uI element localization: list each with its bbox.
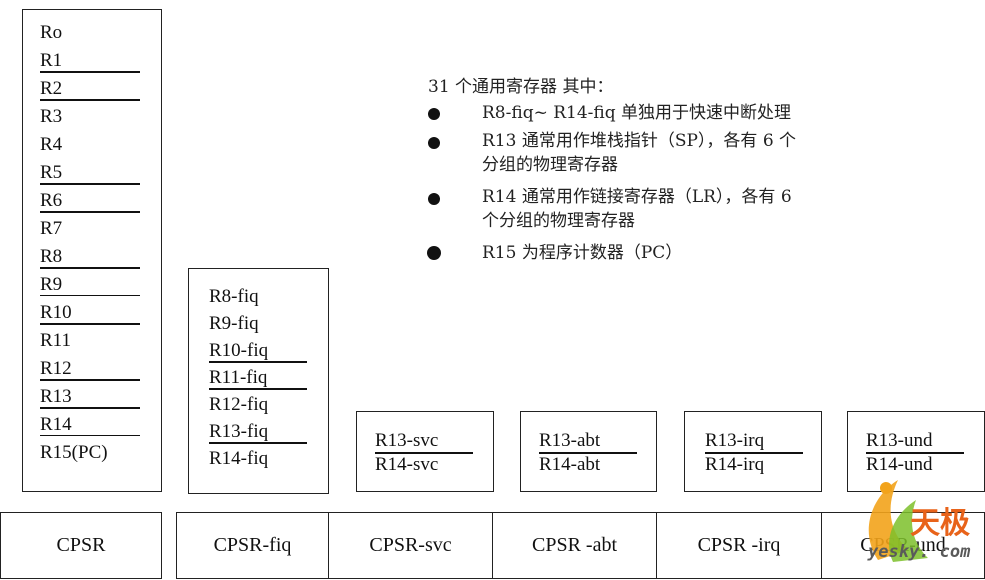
fiq-register-box [188,268,329,494]
reg-r13: R13 [40,386,72,407]
cpsr-fiq: CPSR-fiq [176,512,329,579]
logo-cn-text: 天极 [910,506,970,541]
cpsr-user-label: CPSR [56,534,106,556]
bullet-icon [427,246,441,260]
yesky-swirl-icon [868,480,928,562]
reg-r4: R4 [40,134,63,155]
reg-r13-svc: R13-svc [375,430,439,451]
reg-r0: Ro [40,22,63,43]
underline-r1 [40,71,140,73]
note-r14-line2: 个分组的物理寄存器 [482,211,635,231]
reg-r2: R2 [40,78,63,99]
reg-r1: R1 [40,50,63,71]
notes-title: 31 个通用寄存器 其中： [428,77,614,97]
reg-r14-svc: R14-svc [375,454,439,475]
cpsr-irq-label: CPSR -irq [697,534,781,556]
bullet-icon [428,193,440,205]
reg-r14-irq: R14-irq [705,454,765,475]
cpsr-svc: CPSR-svc [328,512,493,579]
user-register-box [22,9,162,492]
underline-r13-svc [375,452,473,454]
underline-r2 [40,99,140,101]
reg-r9: R9 [40,274,63,295]
underline-r11-fiq [209,388,307,390]
cpsr-abt: CPSR -abt [492,512,657,579]
note-r13-line2: 分组的物理寄存器 [482,155,618,175]
reg-r14-fiq: R14-fiq [209,448,269,469]
reg-r6: R6 [40,190,63,211]
reg-r11-fiq: R11-fiq [209,367,268,388]
reg-r9-fiq: R9-fiq [209,313,259,334]
reg-r8: R8 [40,246,63,267]
underline-r13 [40,407,140,409]
cpsr-irq: CPSR -irq [656,512,822,579]
reg-r14: R14 [40,414,72,435]
bullet-icon [428,137,440,149]
underline-r10-fiq [209,361,307,363]
und-register-box [847,411,985,492]
reg-r12-fiq: R12-fiq [209,394,269,415]
bullet-icon [428,108,440,120]
underline-r13-irq [705,452,803,454]
reg-r3: R3 [40,106,63,127]
reg-r12: R12 [40,358,72,379]
underline-r13-fiq [209,442,307,444]
note-fiq: R8-fiq~ R14-fiq 单独用于快速中断处理 [482,103,792,123]
reg-r8-fiq: R8-fiq [209,286,259,307]
reg-r14-und: R14-und [866,454,933,475]
reg-r7: R7 [40,218,63,239]
cpsr-abt-label: CPSR -abt [531,534,618,556]
cpsr-fiq-label: CPSR-fiq [213,534,292,556]
note-r14-line1: R14 通常用作链接寄存器（LR），各有 6 [482,187,792,207]
reg-r5: R5 [40,162,63,183]
reg-r14-abt: R14-abt [539,454,601,475]
yesky-logo: 天极 yesky. com [838,470,985,575]
underline-r13-abt [539,452,637,454]
reg-r10-fiq: R10-fiq [209,340,269,361]
underline-r13-und [866,452,964,454]
irq-register-box [684,411,822,492]
underline-r14 [40,435,140,436]
cpsr-user: CPSR [0,512,162,579]
reg-r13-fiq: R13-fiq [209,421,269,442]
cpsr-row: CPSR CPSR-fiq CPSR-svc CPSR -abt CPSR -i… [0,512,985,579]
note-r13-line1: R13 通常用作堆栈指针（SP），各有 6 个 [482,131,797,151]
reg-r11: R11 [40,330,71,351]
underline-r10 [40,323,140,325]
note-r15: R15 为程序计数器（PC） [482,243,683,263]
underline-r8 [40,267,140,269]
reg-r13-irq: R13-irq [705,430,765,451]
underline-r12 [40,379,140,381]
underline-r5 [40,183,140,185]
underline-r6 [40,211,140,213]
logo-en-text: yesky. com [868,542,971,562]
reg-r15: R15(PC) [40,442,108,463]
reg-r13-und: R13-und [866,430,933,451]
cpsr-svc-label: CPSR-svc [369,534,452,556]
abt-register-box [520,411,657,492]
underline-r9 [40,295,140,296]
svc-register-box [356,411,494,492]
reg-r10: R10 [40,302,72,323]
reg-r13-abt: R13-abt [539,430,601,451]
